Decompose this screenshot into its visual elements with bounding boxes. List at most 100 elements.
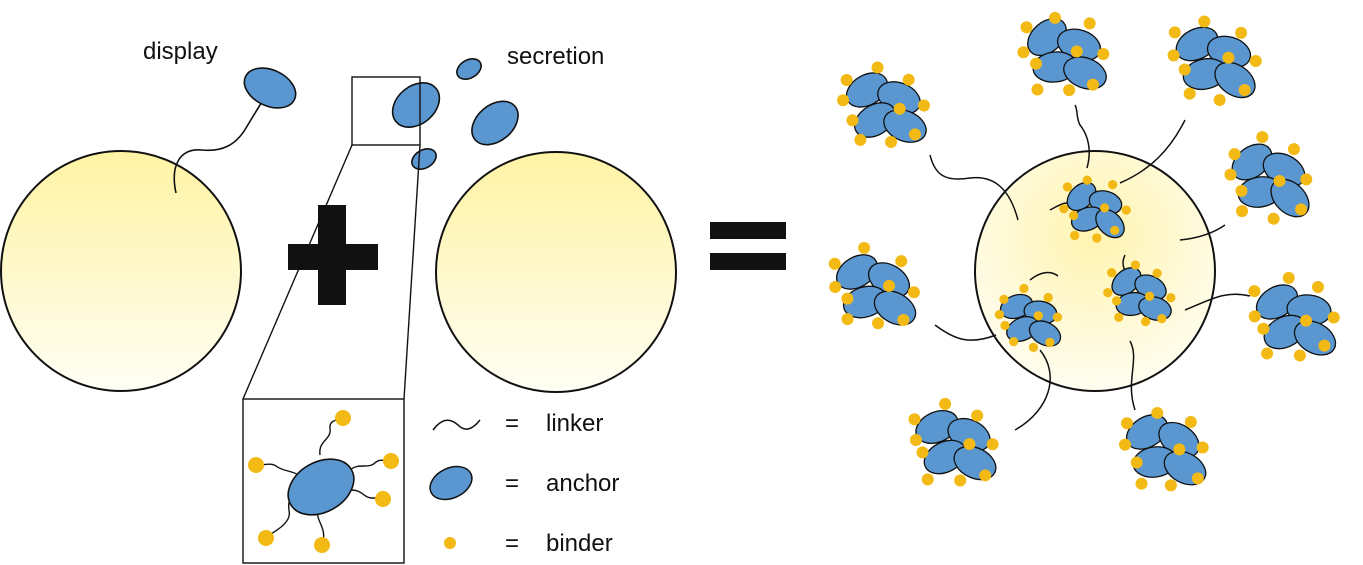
cluster-binder-icon xyxy=(828,257,841,270)
cluster-binder-icon xyxy=(1261,347,1274,360)
cluster-binder-icon xyxy=(1070,230,1080,241)
cluster-binder-icon xyxy=(971,409,984,422)
cluster-binder-icon xyxy=(885,135,898,148)
legend-equals: = xyxy=(505,530,519,557)
cluster-binder-icon xyxy=(1151,406,1164,419)
cluster-binder-icon xyxy=(1300,173,1313,186)
cluster-binder-icon xyxy=(1028,342,1039,352)
plus-icon xyxy=(288,205,378,305)
cluster-binder-icon xyxy=(1099,203,1110,213)
cluster-binder-icon xyxy=(1020,21,1033,34)
cluster-binder-icon xyxy=(1092,233,1102,243)
cluster-binder-icon xyxy=(921,473,934,486)
cluster-binder-icon xyxy=(897,313,910,326)
cluster-binder-icon xyxy=(1135,477,1148,490)
legend: = linker = anchor = binder xyxy=(429,410,619,557)
cluster-binder-icon xyxy=(854,133,867,146)
cluster-binder-icon xyxy=(916,446,929,459)
cluster-binder-icon xyxy=(1130,260,1141,270)
cluster-binder-icon xyxy=(1033,311,1043,321)
cluster-binder-icon xyxy=(1248,310,1261,323)
cluster-binder-icon xyxy=(1236,205,1249,218)
cluster-anchor-icon xyxy=(1027,17,1067,57)
anchor-cluster xyxy=(1224,131,1313,225)
cluster-binder-icon xyxy=(1267,212,1280,225)
legend-anchor: = anchor xyxy=(429,465,619,501)
cluster-binder-icon xyxy=(1086,78,1099,91)
cluster-binder-icon xyxy=(1191,472,1204,485)
legend-binder-label: binder xyxy=(546,530,613,557)
display-cell xyxy=(0,150,242,392)
cluster-binder-icon xyxy=(1031,83,1044,96)
display-linker xyxy=(173,101,263,194)
anchor-icon xyxy=(429,465,473,501)
cluster-binder-icon xyxy=(1152,268,1162,278)
cluster-binder-icon xyxy=(1300,314,1313,327)
anchor-cluster xyxy=(1103,260,1176,327)
cluster-binder-icon xyxy=(1213,94,1226,107)
cluster-binder-icon xyxy=(1166,293,1176,303)
secreted-anchor-icon xyxy=(391,82,441,128)
secretion-cell-group: secretion xyxy=(391,43,677,393)
cluster-binder-icon xyxy=(1045,337,1055,348)
cluster-binder-icon xyxy=(1248,285,1261,298)
cluster-binder-icon xyxy=(908,128,921,141)
display-anchor-icon xyxy=(243,67,297,109)
cluster-binder-icon xyxy=(1157,314,1167,324)
cluster-binder-icon xyxy=(846,114,859,127)
cluster-binder-icon xyxy=(902,73,915,86)
cluster-binder-icon xyxy=(999,294,1009,305)
cluster-binder-icon xyxy=(1257,322,1270,335)
cluster-binder-icon xyxy=(829,280,842,293)
cluster-binder-icon xyxy=(1121,205,1131,215)
cluster-anchor-icon xyxy=(1066,181,1097,212)
anchor-cluster xyxy=(1248,271,1340,362)
equals-icon xyxy=(710,222,786,270)
cluster-binder-icon xyxy=(1103,287,1113,298)
cluster-binder-icon xyxy=(1063,84,1076,97)
cluster-binder-icon xyxy=(1228,148,1241,161)
cluster-binder-icon xyxy=(858,241,871,254)
cluster-binder-icon xyxy=(909,433,922,446)
cluster-binder-icon xyxy=(954,474,967,487)
cluster-binder-icon xyxy=(1235,26,1248,39)
cluster-binder-icon xyxy=(841,292,854,305)
linker-icon xyxy=(432,419,481,431)
cluster-binder-icon xyxy=(1062,182,1073,192)
cluster-anchor-icon xyxy=(1111,267,1142,296)
cluster-binder-icon xyxy=(1282,271,1295,284)
anchor-clusters xyxy=(828,11,1340,492)
anchor-cluster xyxy=(1119,406,1209,492)
cluster-binder-icon xyxy=(1130,456,1143,469)
cluster-binder-icon xyxy=(1059,204,1069,214)
cluster-binder-icon xyxy=(1043,292,1053,303)
legend-equals: = xyxy=(505,410,519,437)
cluster-binder-icon xyxy=(1224,168,1237,181)
cluster-binder-icon xyxy=(1083,17,1096,30)
cluster-binder-icon xyxy=(1000,320,1010,331)
cluster-binder-icon xyxy=(1256,131,1269,144)
cluster-binder-icon xyxy=(1293,349,1306,362)
cluster-binder-icon xyxy=(1140,316,1151,327)
cluster-binder-icon xyxy=(1167,49,1180,62)
cluster-binder-icon xyxy=(1168,26,1181,39)
cluster-binder-icon xyxy=(1183,87,1196,100)
cluster-binder-icon xyxy=(1287,143,1300,156)
cluster-binder-icon xyxy=(1049,11,1062,24)
cluster-binder-icon xyxy=(986,438,999,451)
cluster-binder-icon xyxy=(1107,268,1117,278)
cluster-binder-icon xyxy=(1119,438,1132,451)
result-linkers xyxy=(929,104,1251,431)
cluster-binder-icon xyxy=(840,74,853,87)
cluster-binder-icon xyxy=(1327,311,1340,324)
cluster-binder-icon xyxy=(1114,312,1124,322)
cluster-binder-icon xyxy=(963,438,976,451)
secretion-label: secretion xyxy=(507,43,604,70)
cluster-binder-icon xyxy=(1120,417,1133,430)
cluster-binder-icon xyxy=(1070,45,1083,58)
anchor-detail xyxy=(248,410,399,553)
cluster-binder-icon xyxy=(1249,54,1262,67)
cluster-binder-icon xyxy=(1110,225,1120,235)
secreted-anchor-icon xyxy=(411,148,437,170)
